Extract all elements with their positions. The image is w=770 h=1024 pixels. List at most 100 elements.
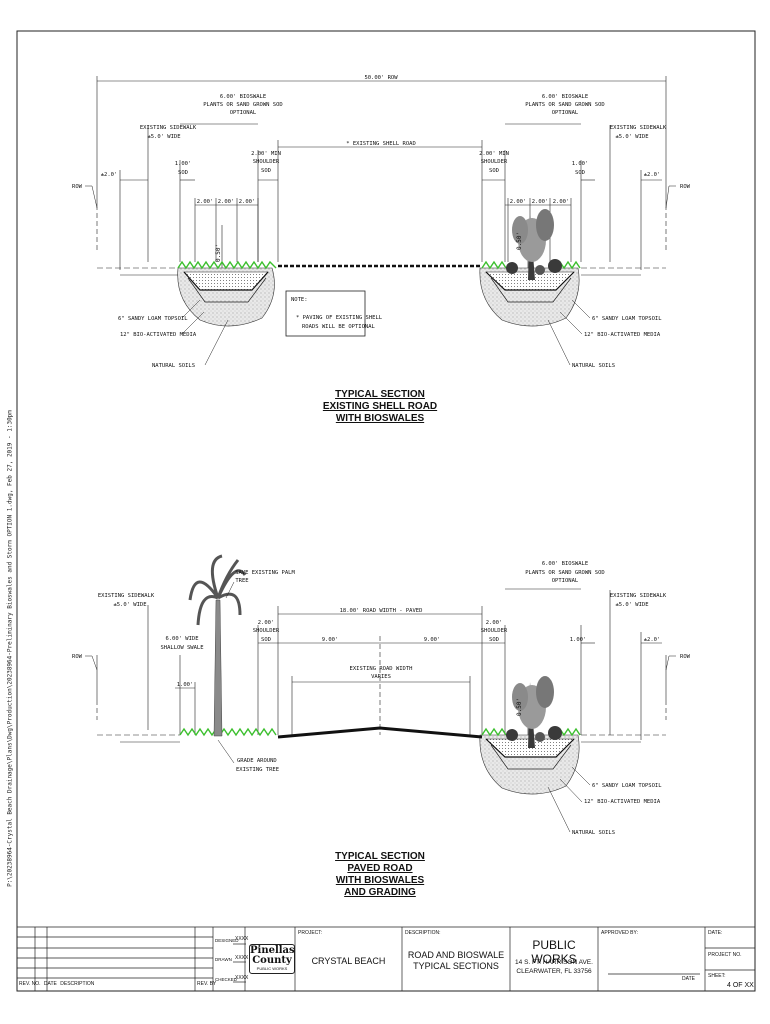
project-no-label: PROJECT NO. (708, 952, 742, 958)
depth-label: 0.50' (516, 232, 523, 250)
date-label: DATE: (708, 930, 723, 936)
lane-label: 9.00' (424, 637, 441, 643)
approval-date-label: DATE (682, 976, 695, 982)
sod-label: SOD (178, 170, 188, 176)
dim-label: 2.00' (510, 199, 527, 205)
note-box (285, 290, 366, 337)
media-label: 12" BIO-ACTIVATED MEDIA (120, 332, 197, 338)
drawn-label: DRAWN (215, 957, 232, 962)
shoulder-label: SHOULDER (253, 628, 280, 634)
natural-soils-label: NATURAL SOILS (572, 363, 615, 369)
shoulder-label: SOD (489, 168, 499, 174)
row-label: ROW (680, 184, 691, 190)
sod-label: 1.00' (570, 637, 587, 643)
title-line: EXISTING SHELL ROAD (322, 401, 438, 412)
natural-soils-label: NATURAL SOILS (572, 830, 615, 836)
natural-soils-label: NATURAL SOILS (152, 363, 195, 369)
sidewalk-label: EXISTING SIDEWALK (610, 593, 667, 599)
file-path-stamp: P:\20238964-Crystal Beach Drainage\Plans… (6, 410, 14, 887)
note-title: NOTE: (291, 297, 308, 303)
swale-label: SHALLOW SWALE (160, 645, 203, 651)
logo-text: County (252, 955, 292, 966)
bioswale-label: 6.00' BIOSWALE (542, 561, 588, 567)
description-label: DESCRIPTION: (405, 930, 441, 936)
row-label: ROW (72, 654, 83, 660)
topsoil-label: 6" SANDY LOAM TOPSOIL (118, 316, 188, 322)
shoulder-label: SHOULDER (481, 628, 508, 634)
sod-label: SOD (575, 170, 585, 176)
dim-label: 1.00' (177, 682, 194, 688)
road-width-label: 18.00' ROAD WIDTH - PAVED (340, 608, 423, 614)
media-label: 12" BIO-ACTIVATED MEDIA (584, 332, 661, 338)
existing-width-label: EXISTING ROAD WIDTH (350, 666, 413, 672)
bioswale-label: 6.00' BIOSWALE (542, 94, 588, 100)
address-line: 14 S. FT. HARRISON AVE. (515, 959, 593, 966)
logo-text: PUBLIC WORKS (256, 966, 288, 971)
section-1-title: TYPICAL SECTION EXISTING SHELL ROAD WITH… (310, 389, 450, 425)
title-line: WITH BIOSWALES (335, 875, 425, 886)
shoulder-label: 2.00' MIN (479, 151, 509, 157)
project-label: PROJECT: (298, 930, 323, 936)
dim-label: 2.00' (553, 199, 570, 205)
swale-label: 6.00' WIDE (165, 636, 198, 642)
approved-label: APPROVED BY: (601, 930, 638, 936)
depth-label: 0.50' (516, 698, 523, 716)
bioswale-plants-icon (506, 676, 562, 748)
designed-initials: XXXX (235, 936, 249, 942)
section-2-drawing (96, 588, 667, 745)
shoulder-label: SOD (261, 637, 271, 643)
palm-label: TREE (235, 578, 248, 584)
section-1-drawing (96, 76, 667, 277)
shoulder-label: 2.00' MIN (251, 151, 281, 157)
shoulder-label: SOD (261, 168, 271, 174)
offset-label: ±2.0' (644, 172, 661, 178)
title-line: PAVED ROAD (347, 863, 413, 874)
bioswale-plants-icon (506, 209, 562, 280)
section-1-soil-layers (177, 209, 581, 327)
bioswale-label: OPTIONAL (552, 578, 579, 584)
rev-by-label: REV. BY (197, 981, 217, 987)
grade-label: EXISTING TREE (236, 767, 279, 773)
section-2-title: TYPICAL SECTION PAVED ROAD WITH BIOSWALE… (310, 851, 450, 899)
dim-label: 2.00' (197, 199, 214, 205)
title-line: AND GRADING (344, 887, 416, 898)
sidewalk-label: ±5.0' WIDE (615, 134, 648, 140)
sheet-value: 4 OF XX (727, 982, 754, 989)
media-label: 12" BIO-ACTIVATED MEDIA (584, 799, 661, 805)
row-width-label: 50.00' ROW (364, 75, 398, 81)
agency-address: 14 S. FT. HARRISON AVE. CLEARWATER, FL 3… (510, 958, 598, 976)
rev-desc-label: DESCRIPTION (60, 981, 95, 987)
grade-label: GRADE AROUND (237, 758, 277, 764)
dim-label: 2.00' (239, 199, 256, 205)
sheet-label: SHEET: (708, 973, 726, 979)
sod-label: 1.00' (572, 161, 589, 167)
description-line: TYPICAL SECTIONS (413, 961, 499, 971)
dim-label: 2.00' (218, 199, 235, 205)
agency-name: PUBLIC WORKS (531, 938, 577, 966)
row-label: ROW (72, 184, 83, 190)
shell-road-label: * EXISTING SHELL ROAD (346, 141, 416, 147)
bioswale-label: OPTIONAL (552, 110, 579, 116)
checked-label: CHECKED (215, 977, 238, 982)
logo-text: Pinellas (250, 945, 295, 956)
sidewalk-label: EXISTING SIDEWALK (98, 593, 155, 599)
row-label: ROW (680, 654, 691, 660)
rev-header: REV. NO. DATE DESCRIPTION (19, 981, 94, 987)
sidewalk-label: ±5.0' WIDE (113, 602, 146, 608)
shoulder-label: 2.00' (258, 620, 275, 626)
bioswale-label: PLANTS OR SAND GROWN SOD (525, 102, 604, 108)
bioswale-label: PLANTS OR SAND GROWN SOD (203, 102, 282, 108)
sidewalk-label: ±5.0' WIDE (615, 602, 648, 608)
shoulder-label: SHOULDER (481, 159, 508, 165)
checked-initials: XXXX (235, 975, 249, 981)
county-logo: Pinellas County PUBLIC WORKS (249, 944, 295, 974)
bioswale-label: PLANTS OR SAND GROWN SOD (525, 570, 604, 576)
shoulder-label: 2.00' (486, 620, 503, 626)
drawn-initials: XXXX (235, 955, 249, 961)
sidewalk-label: EXISTING SIDEWALK (610, 125, 667, 131)
sod-label: 1.00' (175, 161, 192, 167)
title-line: TYPICAL SECTION (335, 389, 425, 400)
shoulder-label: SHOULDER (253, 159, 280, 165)
designed-label: DESIGNED (215, 938, 239, 943)
